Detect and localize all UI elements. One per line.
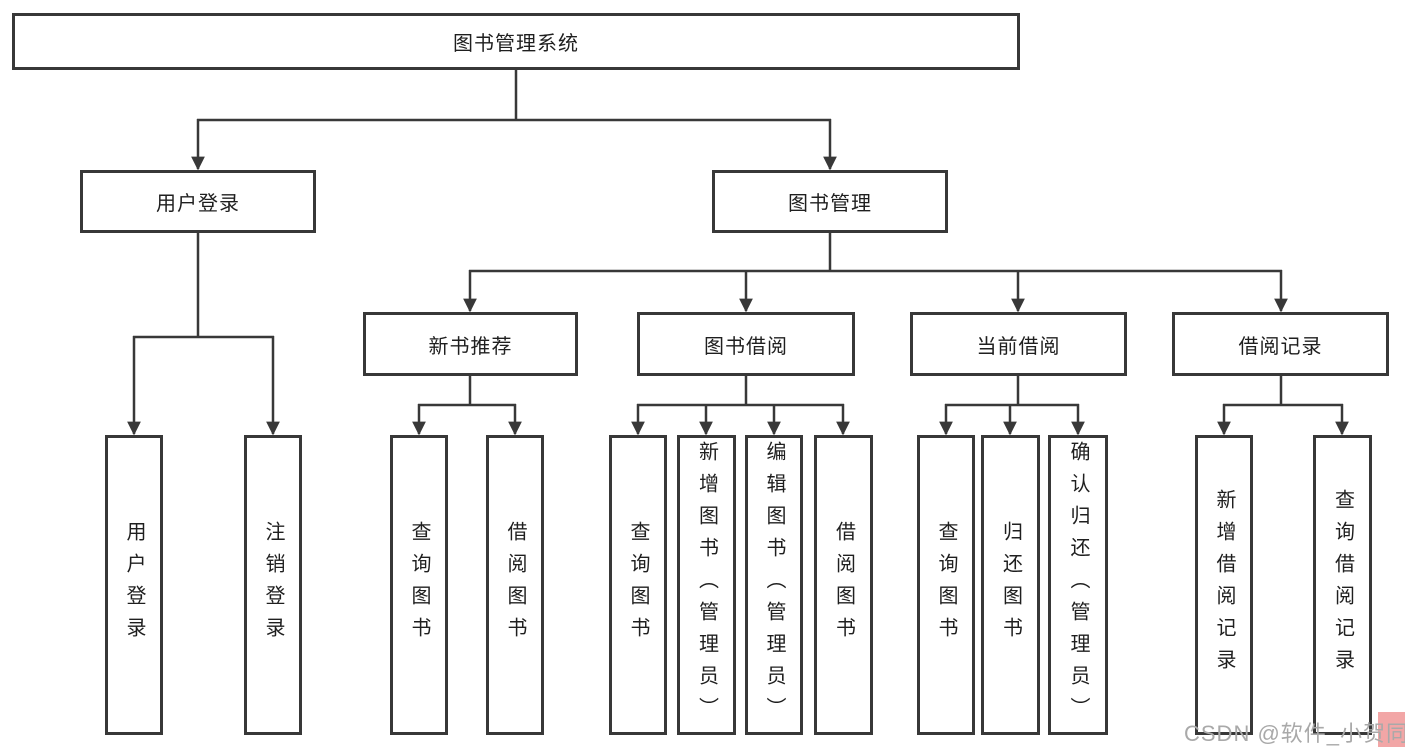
node-borrowing-records: 借阅记录 — [1172, 312, 1389, 376]
connector-borrowing-trunk — [637, 376, 844, 407]
node-label: 图书管理系统 — [453, 33, 579, 55]
leaf-label: 确认归还（管理员） — [1067, 441, 1089, 729]
connector-records-trunk — [1223, 376, 1343, 407]
leaf-logout: 注销登录 — [244, 435, 302, 735]
leaf-label: 用户登录 — [123, 521, 145, 649]
node-library-management-system: 图书管理系统 — [12, 13, 1020, 70]
node-user-login: 用户登录 — [80, 170, 316, 233]
leaf-label: 编辑图书（管理员） — [763, 441, 785, 729]
leaf-label: 新增借阅记录 — [1213, 489, 1235, 681]
connector-root-trunk — [197, 69, 831, 122]
node-current-borrowing: 当前借阅 — [910, 312, 1127, 376]
node-new-book-recommend: 新书推荐 — [363, 312, 578, 376]
leaf-label: 查询图书 — [627, 521, 649, 649]
leaf-return-books: 归还图书 — [981, 435, 1040, 735]
csdn-watermark: CSDN @软件_小贺同学 — [1184, 721, 1405, 746]
connector-userlogin-trunk — [133, 233, 274, 339]
leaf-label: 查询图书 — [935, 521, 957, 649]
node-label: 图书管理 — [788, 193, 872, 215]
leaf-query-books-recommend: 查询图书 — [390, 435, 448, 735]
leaf-add-books-admin: 新增图书（管理员） — [677, 435, 736, 735]
node-label: 用户登录 — [156, 193, 240, 215]
watermark-accent-block — [1378, 712, 1405, 747]
connector-recommend-trunk — [418, 376, 516, 407]
leaf-label: 归还图书 — [999, 521, 1022, 649]
leaf-query-borrow-record: 查询借阅记录 — [1313, 435, 1372, 735]
leaf-borrow-books-borrowing: 借阅图书 — [814, 435, 873, 735]
node-book-management: 图书管理 — [712, 170, 948, 233]
connector-bookmgmt-trunk — [469, 233, 1282, 273]
leaf-add-borrow-record: 新增借阅记录 — [1195, 435, 1253, 735]
node-label: 新书推荐 — [428, 335, 513, 358]
node-label: 图书借阅 — [704, 335, 788, 358]
connector-current-trunk — [945, 376, 1079, 407]
leaf-edit-books-admin: 编辑图书（管理员） — [745, 435, 803, 735]
leaf-label: 新增图书（管理员） — [695, 441, 718, 729]
leaf-label: 借阅图书 — [832, 521, 855, 649]
leaf-label: 查询借阅记录 — [1331, 489, 1354, 681]
leaf-query-books-borrowing: 查询图书 — [609, 435, 667, 735]
node-label: 借阅记录 — [1238, 335, 1323, 358]
leaf-borrow-books-recommend: 借阅图书 — [486, 435, 544, 735]
leaf-confirm-return-admin: 确认归还（管理员） — [1048, 435, 1108, 735]
leaf-user-login: 用户登录 — [105, 435, 163, 735]
leaf-label: 查询图书 — [408, 521, 430, 649]
leaf-label: 借阅图书 — [504, 521, 526, 649]
node-book-borrowing: 图书借阅 — [637, 312, 855, 376]
leaf-query-books-current: 查询图书 — [917, 435, 975, 735]
node-label: 当前借阅 — [976, 335, 1061, 358]
leaf-label: 注销登录 — [262, 521, 284, 649]
